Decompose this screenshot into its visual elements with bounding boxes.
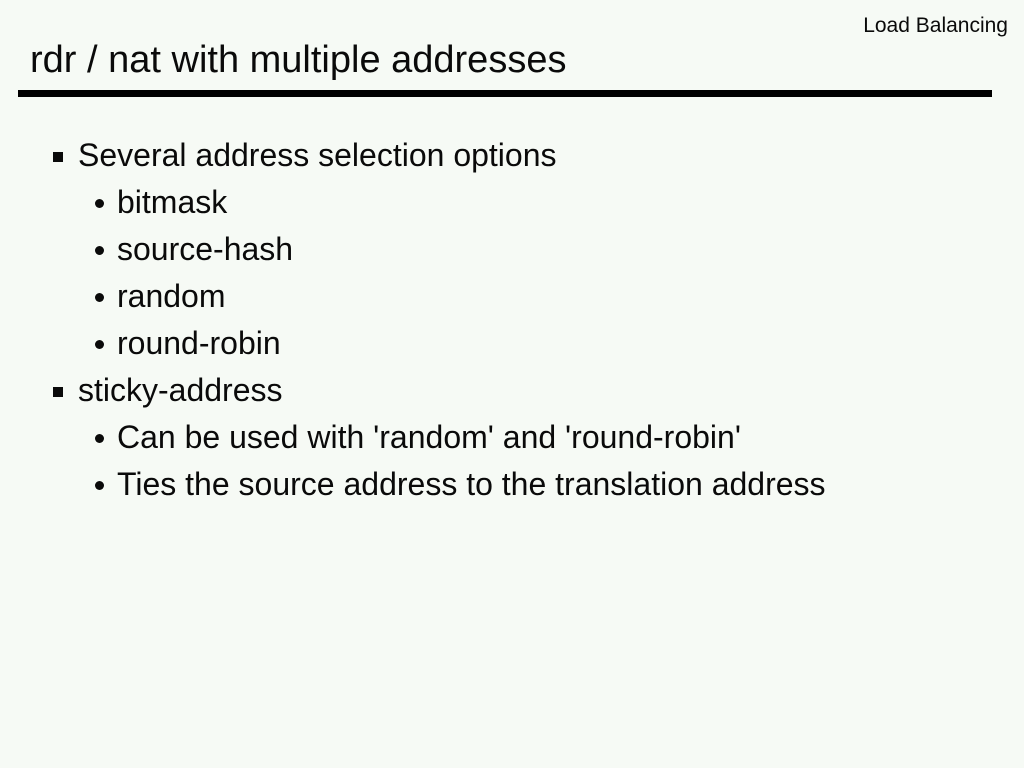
list-item-label: Can be used with 'random' and 'round-rob… [117, 419, 741, 455]
dot-bullet-icon [95, 246, 104, 255]
list-item: sticky-address [0, 367, 1024, 414]
dot-bullet-icon [95, 481, 104, 490]
list-item: Ties the source address to the translati… [0, 461, 1024, 508]
list-item-label: Several address selection options [78, 137, 557, 173]
list-item-label: source-hash [117, 231, 294, 267]
dot-bullet-icon [95, 293, 104, 302]
list-item: random [0, 273, 1024, 320]
list-item-label: Ties the source address to the translati… [117, 466, 826, 502]
dot-bullet-icon [95, 340, 104, 349]
list-item-label: sticky-address [78, 372, 283, 408]
list-item-label: round-robin [117, 325, 281, 361]
square-bullet-icon [53, 151, 63, 162]
title-rule-divider [18, 90, 992, 97]
list-item-label: bitmask [117, 184, 228, 220]
list-item: round-robin [0, 320, 1024, 367]
list-item: bitmask [0, 179, 1024, 226]
square-bullet-icon [53, 386, 63, 397]
dot-bullet-icon [95, 199, 104, 208]
list-item: source-hash [0, 226, 1024, 273]
list-item: Several address selection options [0, 132, 1024, 179]
dot-bullet-icon [95, 434, 104, 443]
list-item-label: random [117, 278, 226, 314]
bullet-list: Several address selection options bitmas… [0, 132, 1024, 508]
slide-title: rdr / nat with multiple addresses [30, 39, 567, 81]
corner-label: Load Balancing [863, 14, 1008, 37]
list-item: Can be used with 'random' and 'round-rob… [0, 414, 1024, 461]
